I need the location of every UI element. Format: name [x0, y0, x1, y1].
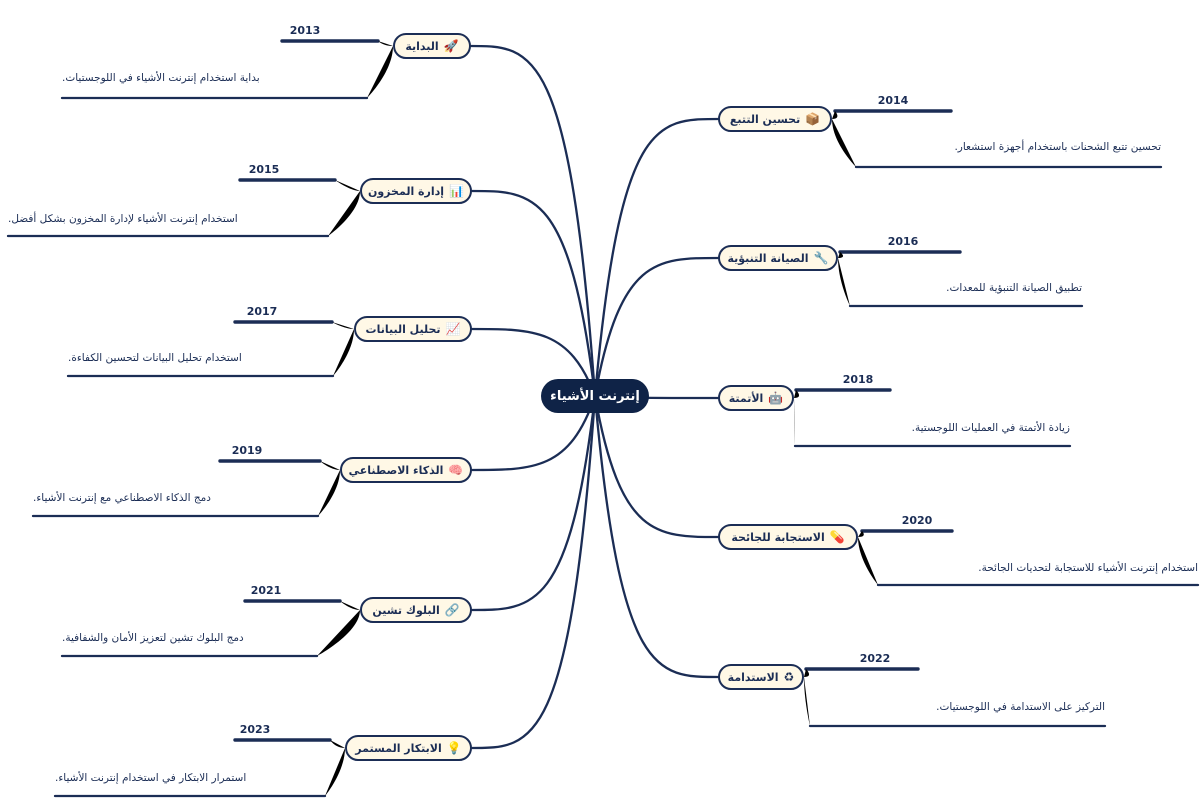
wrench-icon: 🔧: [813, 251, 829, 265]
rocket-icon: 🚀: [443, 39, 459, 53]
branch-connector: [593, 256, 720, 398]
description-text: دمج الذكاء الاصطناعي مع إنترنت الأشياء.: [33, 492, 211, 504]
description-connector: [804, 677, 810, 726]
description-text: دمج البلوك تشين لتعزيز الأمان والشفافية.: [62, 632, 244, 644]
link-icon: 🔗: [444, 603, 460, 617]
branch-connector: [470, 394, 597, 612]
pill-icon: 💊: [829, 530, 845, 544]
description-text: التركيز على الاستدامة في اللوجستيات.: [936, 701, 1105, 713]
branch-node[interactable]: 💡 الابتكار المستمر: [345, 735, 472, 761]
lightbulb-icon: 💡: [446, 741, 462, 755]
branch-node[interactable]: 🔗 البلوك تشين: [360, 597, 472, 623]
year-label: 2020: [901, 514, 933, 527]
branch-label: الابتكار المستمر: [355, 741, 442, 755]
year-connector: [832, 111, 838, 119]
description-text: استخدام إنترنت الأشياء للاستجابة لتحديات…: [978, 562, 1198, 574]
branch-label: تحليل البيانات: [365, 322, 441, 336]
branch-label: الذكاء الاصطناعي: [348, 463, 444, 477]
description-connector: [794, 398, 795, 446]
year-label: 2017: [246, 305, 278, 318]
description-text: بداية استخدام إنترنت الأشياء في اللوجستي…: [62, 72, 260, 84]
branch-node[interactable]: 🚀 البداية: [393, 33, 471, 59]
root-label: إنترنت الأشياء: [550, 388, 640, 404]
year-label: 2014: [877, 94, 909, 107]
bar-chart-icon: 📊: [449, 184, 465, 198]
year-connector: [320, 461, 340, 470]
description-text: استخدام إنترنت الأشياء لإدارة المخزون بش…: [8, 213, 238, 225]
chart-icon: 📈: [445, 322, 461, 336]
year-connector: [335, 180, 360, 191]
description-connector: [367, 46, 393, 98]
package-icon: 📦: [805, 112, 821, 126]
year-connector: [838, 252, 844, 258]
description-connector: [318, 470, 340, 516]
branch-node[interactable]: 📈 تحليل البيانات: [354, 316, 472, 342]
branch-node[interactable]: 💊 الاستجابة للجائحة: [718, 524, 858, 550]
year-label: 2018: [842, 373, 874, 386]
description-connector: [832, 119, 856, 167]
description-text: تطبيق الصيانة التنبؤية للمعدات.: [946, 282, 1082, 294]
branch-connector: [593, 394, 720, 679]
year-label: 2023: [239, 723, 271, 736]
description-text: زيادة الأتمتة في العمليات اللوجستية.: [911, 422, 1070, 434]
description-text: استخدام تحليل البيانات لتحسين الكفاءة.: [68, 352, 242, 364]
branch-label: الاستدامة: [727, 670, 779, 684]
year-label: 2022: [859, 652, 891, 665]
branch-node[interactable]: 📊 إدارة المخزون: [360, 178, 472, 204]
branch-label: إدارة المخزون: [367, 184, 445, 198]
description-connector: [838, 258, 850, 306]
branch-label: الأتمتة: [728, 391, 764, 405]
year-connector: [794, 390, 800, 398]
year-label: 2021: [250, 584, 282, 597]
branch-node[interactable]: 🤖 الأتمتة: [718, 385, 794, 411]
branch-connector: [470, 394, 597, 750]
year-connector: [378, 41, 393, 46]
year-label: 2015: [248, 163, 280, 176]
branch-label: الصيانة التنبؤية: [727, 251, 809, 265]
branch-label: الاستجابة للجائحة: [731, 530, 825, 544]
branch-label: البلوك تشين: [372, 603, 440, 617]
branch-label: البداية: [405, 39, 439, 53]
branch-node[interactable]: 🧠 الذكاء الاصطناعي: [340, 457, 472, 483]
year-connector: [332, 322, 354, 329]
year-connector: [330, 740, 345, 748]
branch-node[interactable]: ♻ الاستدامة: [718, 664, 804, 690]
description-connector: [325, 748, 345, 796]
branch-connector: [593, 117, 720, 398]
root-node[interactable]: إنترنت الأشياء: [541, 379, 649, 413]
description-connector: [858, 537, 878, 585]
branch-connector: [470, 394, 597, 472]
branch-label: تحسين التتبع: [729, 112, 801, 126]
year-label: 2013: [289, 24, 321, 37]
description-connector: [333, 329, 354, 376]
brain-icon: 🧠: [448, 463, 464, 477]
branch-connector: [469, 44, 597, 398]
year-connector: [340, 601, 360, 610]
description-text: تحسين تتبع الشحنات باستخدام أجهزة استشعا…: [954, 141, 1161, 153]
year-label: 2016: [887, 235, 919, 248]
branch-connector: [470, 327, 597, 398]
year-connector: [804, 669, 810, 677]
branch-node[interactable]: 🔧 الصيانة التنبؤية: [718, 245, 838, 271]
description-connector: [317, 610, 360, 656]
year-label: 2019: [231, 444, 263, 457]
branch-node[interactable]: 📦 تحسين التتبع: [718, 106, 832, 132]
description-connector: [328, 191, 360, 236]
underline-lines: [6, 39, 1200, 798]
branch-connector: [470, 189, 597, 398]
robot-icon: 🤖: [768, 391, 784, 405]
year-connector: [858, 531, 864, 537]
recycle-icon: ♻: [783, 670, 795, 684]
description-text: استمرار الابتكار في استخدام إنترنت الأشي…: [55, 772, 247, 784]
branch-connector: [593, 394, 720, 539]
